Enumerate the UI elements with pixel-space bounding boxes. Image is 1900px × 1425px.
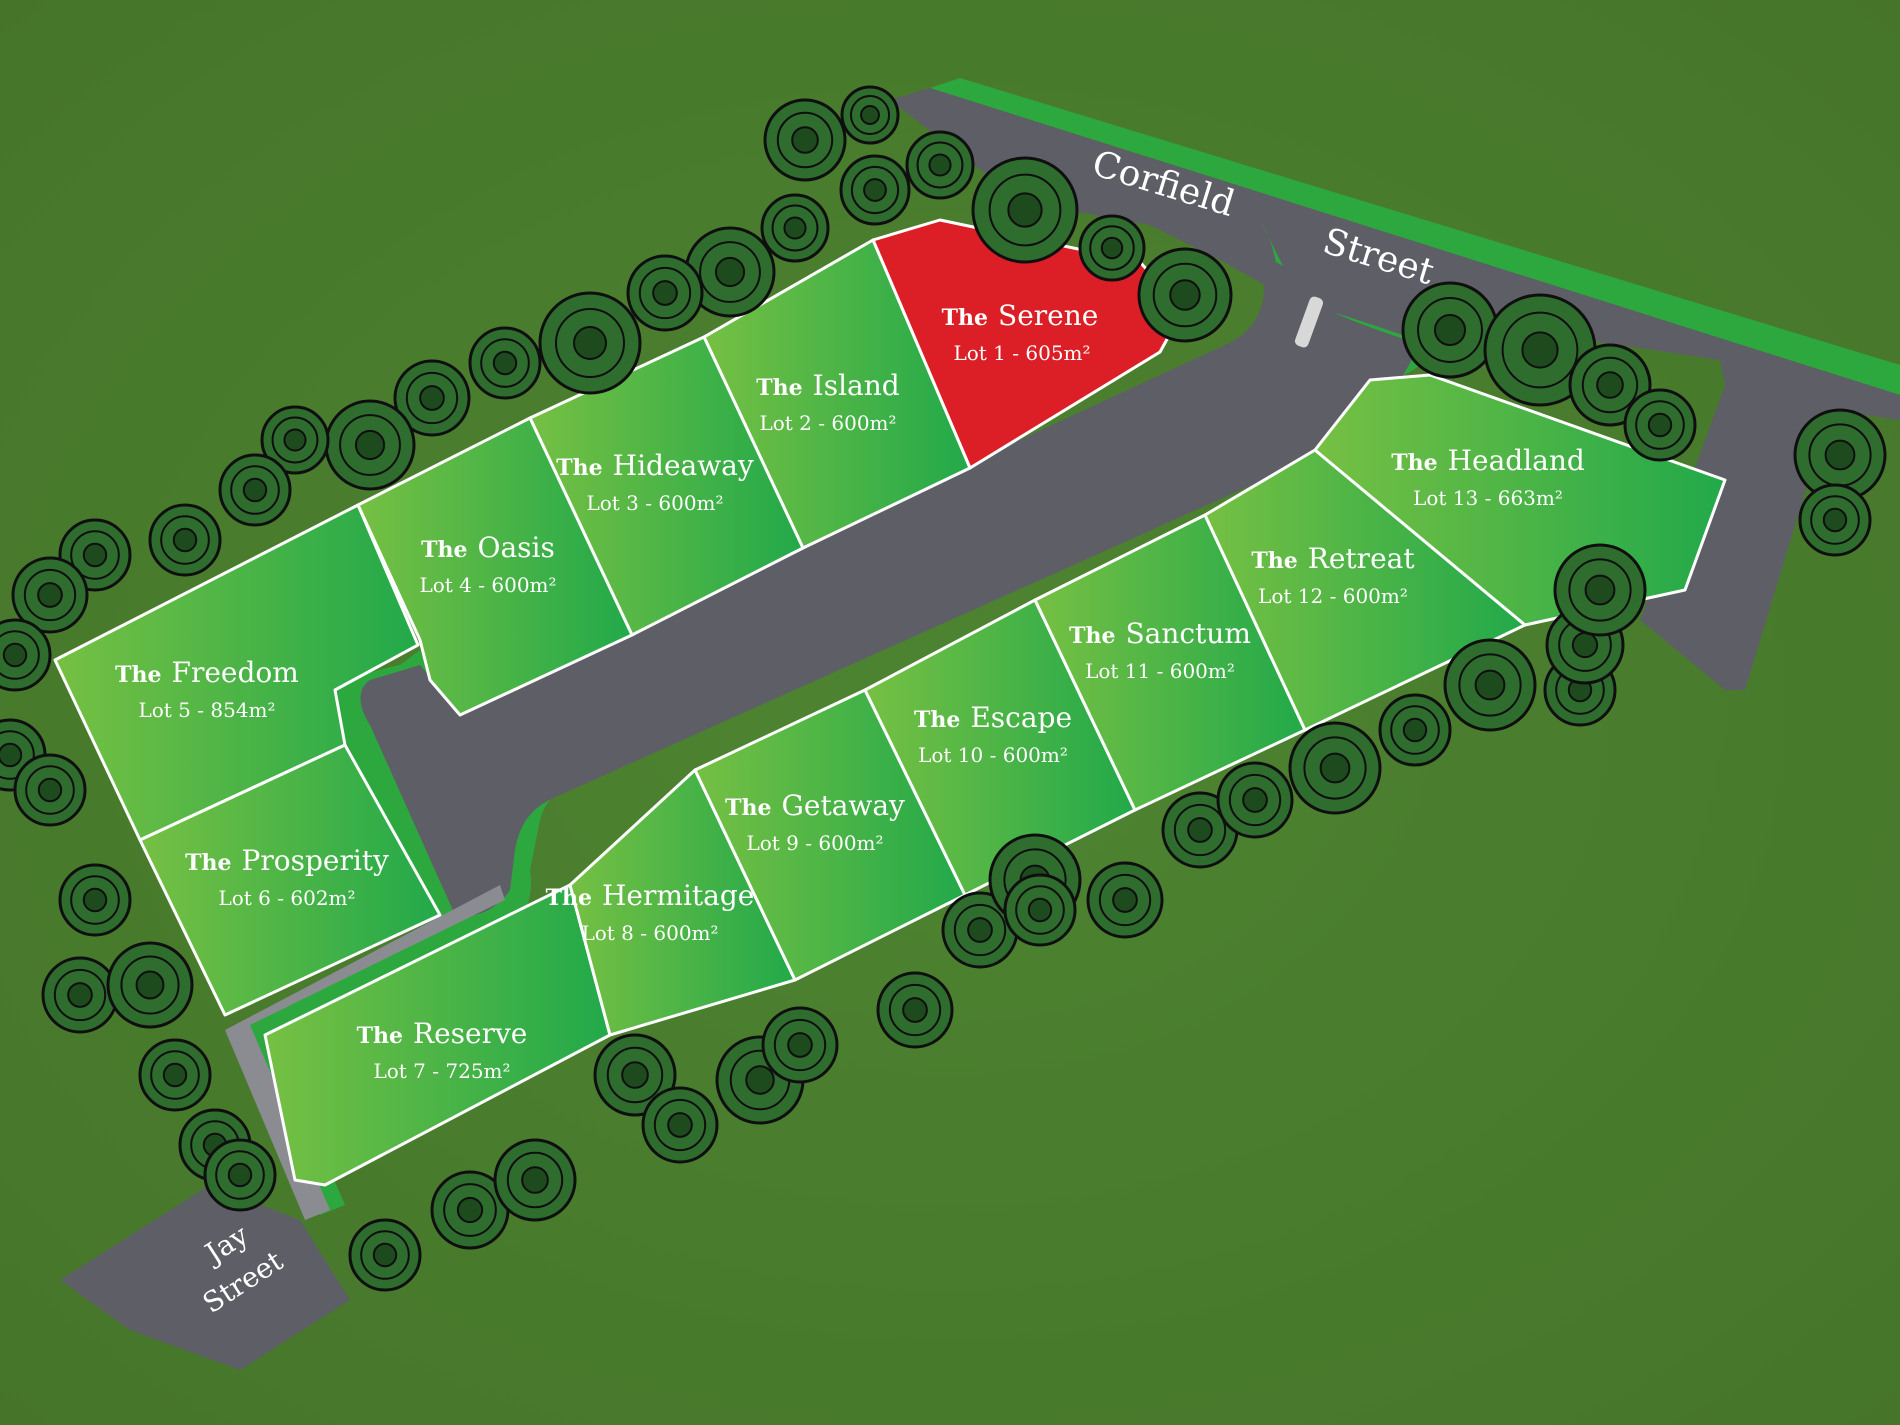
lot-5-size: Lot 5 - 854m² xyxy=(138,698,275,722)
lot-7-parcel[interactable] xyxy=(263,883,612,1187)
tree-icon xyxy=(1078,214,1146,282)
road-marker xyxy=(1294,296,1324,348)
tree-icon xyxy=(593,1033,677,1117)
tree-icon xyxy=(1483,293,1597,407)
tree-icon xyxy=(1288,721,1382,815)
lot-13-label: The Headland xyxy=(1391,444,1585,477)
tree-icon xyxy=(106,941,194,1029)
lot-12-label: The Retreat xyxy=(1251,542,1415,575)
lot-2-label: The Island xyxy=(756,369,899,402)
lot-3-label: The Hideaway xyxy=(556,449,754,482)
tree-icon xyxy=(761,1006,839,1084)
lot-3-size: Lot 3 - 600m² xyxy=(586,491,723,515)
tree-icon xyxy=(626,254,704,332)
tree-icon xyxy=(324,399,416,491)
tree-icon xyxy=(148,503,222,577)
tree-icon xyxy=(218,453,292,527)
trees-layer xyxy=(0,85,1887,1292)
lot-1-label: The Serene xyxy=(942,299,1099,332)
lot-8-label: The Hermitage xyxy=(546,879,755,912)
lot-2-size: Lot 2 - 600m² xyxy=(759,411,896,435)
tree-icon xyxy=(260,405,330,475)
lot-5-label: The Freedom xyxy=(115,656,299,689)
tree-icon xyxy=(971,156,1079,264)
tree-icon xyxy=(1137,247,1233,343)
tree-icon xyxy=(348,1218,422,1292)
tree-icon xyxy=(1798,483,1872,557)
tree-icon xyxy=(840,85,900,145)
tree-icon xyxy=(1003,873,1077,947)
lot-1-size: Lot 1 - 605m² xyxy=(953,341,1090,365)
tree-icon xyxy=(1623,388,1697,462)
lot-13-size: Lot 13 - 663m² xyxy=(1413,486,1563,510)
lot-10-size: Lot 10 - 600m² xyxy=(918,743,1068,767)
lot-4-parcel[interactable] xyxy=(356,416,634,717)
corfield-street-road xyxy=(890,88,1900,690)
tree-icon xyxy=(839,154,911,226)
tree-icon xyxy=(876,971,954,1049)
tree-icon xyxy=(1553,543,1647,637)
lot-7-size: Lot 7 - 725m² xyxy=(373,1059,510,1083)
tree-icon xyxy=(11,556,89,634)
tree-icon xyxy=(641,1086,719,1164)
tree-icon xyxy=(1378,693,1452,767)
lot-9-size: Lot 9 - 600m² xyxy=(746,831,883,855)
tree-icon xyxy=(905,130,975,200)
internal-road xyxy=(360,250,1420,916)
tree-icon xyxy=(13,753,87,827)
tree-icon xyxy=(760,193,830,263)
lot-11-label: The Sanctum xyxy=(1069,617,1251,650)
lot-10-label: The Escape xyxy=(914,701,1072,734)
lot-11-size: Lot 11 - 600m² xyxy=(1085,659,1235,683)
corfield-street-verge xyxy=(930,78,1900,395)
tree-icon xyxy=(1443,638,1537,732)
tree-icon xyxy=(138,1038,212,1112)
lot-8-size: Lot 8 - 600m² xyxy=(581,921,718,945)
tree-icon xyxy=(41,956,119,1034)
lot-9-label: The Getaway xyxy=(725,789,905,822)
lot-labels-layer: The Serene Lot 1 - 605m² The Island Lot … xyxy=(115,299,1585,1083)
tree-icon xyxy=(1216,761,1294,839)
tree-icon xyxy=(203,1138,277,1212)
lot-6-parcel[interactable] xyxy=(138,743,442,1017)
tree-icon xyxy=(763,98,847,182)
tree-icon xyxy=(393,359,471,437)
tree-icon xyxy=(538,291,642,395)
lot-7-label: The Reserve xyxy=(357,1017,528,1050)
lot-6-size: Lot 6 - 602m² xyxy=(218,886,355,910)
tree-icon xyxy=(1401,281,1499,379)
tree-icon xyxy=(493,1138,577,1222)
tree-icon xyxy=(1086,861,1164,939)
lot-4-label: The Oasis xyxy=(421,531,555,564)
lot-12-size: Lot 12 - 600m² xyxy=(1258,584,1408,608)
tree-icon xyxy=(0,618,52,692)
tree-icon xyxy=(468,326,542,400)
lot-4-size: Lot 4 - 600m² xyxy=(419,573,556,597)
jay-street-road xyxy=(60,1185,350,1370)
lot-6-label: The Prosperity xyxy=(185,844,389,877)
tree-icon xyxy=(58,863,132,937)
